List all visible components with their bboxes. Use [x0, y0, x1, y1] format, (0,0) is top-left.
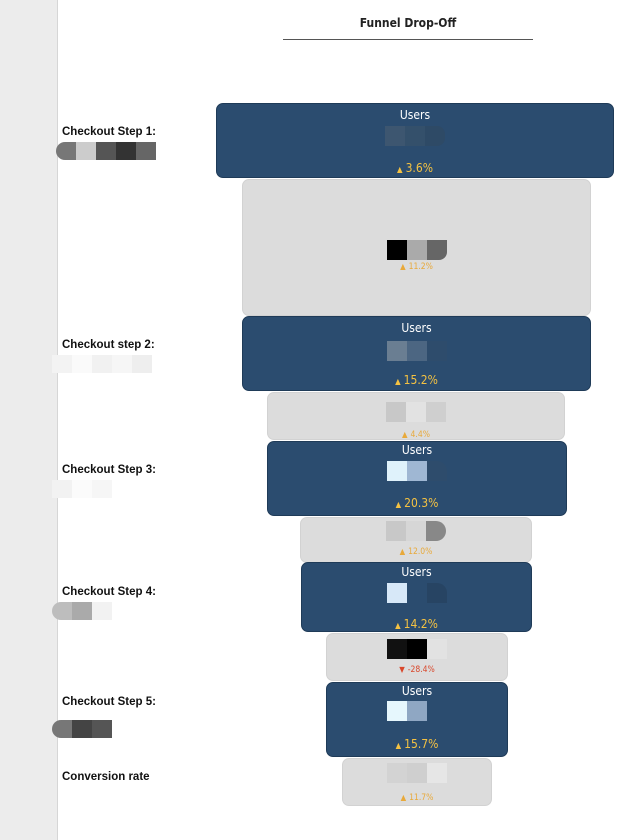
arrow-up-icon: ▲ [402, 430, 408, 439]
step-label-1: Checkout Step 1: [62, 126, 156, 138]
bar-users-redacted [385, 126, 445, 146]
step-3-change: ▲20.3% [395, 496, 439, 510]
arrow-up-icon: ▲ [395, 621, 401, 630]
funnel-dropoff-3: ▲12.0% [300, 517, 532, 563]
step-label-3: Checkout Step 3: [62, 464, 156, 476]
arrow-up-icon: ▲ [395, 741, 402, 750]
arrow-up-icon: ▲ [395, 500, 402, 509]
funnel-dropoff-1: ▲11.2% [242, 179, 591, 316]
step-label-2: Checkout step 2: [62, 339, 155, 351]
arrow-up-icon: ▲ [395, 377, 401, 386]
conversion-change: ▲11.7% [400, 793, 434, 803]
page-title: Funnel Drop-Off [359, 16, 457, 30]
step-3-redacted-value [52, 480, 112, 498]
title-underline [283, 39, 533, 40]
step-5-change: ▲15.7% [395, 737, 439, 751]
bar-title: Users [401, 684, 433, 698]
arrow-down-icon: ▼ [399, 665, 405, 674]
dropoff-users-redacted [387, 639, 447, 659]
arrow-up-icon: ▲ [399, 547, 406, 556]
dropoff-1-change: ▲11.2% [400, 262, 433, 272]
left-rail [0, 0, 58, 840]
dropoff-users-redacted [386, 521, 446, 541]
arrow-up-icon: ▲ [400, 262, 406, 271]
step-label-5: Checkout Step 5: [62, 696, 156, 708]
dropoff-2-change: ▲4.4% [402, 430, 430, 440]
bar-users-redacted [386, 341, 447, 361]
step-4-change: ▲14.2% [395, 617, 438, 631]
bar-users-redacted [387, 461, 447, 481]
step-2-change: ▲15.2% [395, 373, 438, 387]
step-4-redacted-value [52, 602, 112, 620]
funnel-bar-step-5: Users ▲15.7% [326, 682, 508, 757]
funnel-conversion: ▲11.7% [342, 758, 492, 806]
step-2-redacted-value [52, 355, 152, 373]
bar-title: Users [399, 108, 431, 122]
funnel-dropoff-2: ▲4.4% [267, 392, 565, 440]
bar-users-redacted [386, 583, 447, 603]
step-1-change: ▲3.6% [397, 161, 433, 175]
arrow-up-icon: ▲ [397, 165, 403, 174]
funnel-bar-step-1: Users ▲3.6% [216, 103, 614, 178]
dropoff-users-redacted [386, 402, 446, 422]
arrow-up-icon: ▲ [400, 793, 407, 802]
bar-title: Users [401, 443, 433, 457]
funnel-bar-step-2: Users ▲15.2% [242, 316, 591, 391]
funnel-bar-step-4: Users ▲14.2% [301, 562, 532, 632]
dropoff-users-redacted [387, 763, 447, 783]
funnel-bar-step-3: Users ▲20.3% [267, 441, 567, 516]
conversion-rate-label: Conversion rate [62, 771, 150, 783]
dropoff-3-change: ▲12.0% [399, 547, 433, 557]
bar-users-redacted [387, 701, 447, 721]
step-5-redacted-value [52, 720, 112, 738]
dropoff-4-change: ▼-28.4% [399, 665, 435, 675]
bar-title: Users [401, 321, 432, 335]
step-1-redacted-value [56, 142, 156, 160]
step-label-4: Checkout Step 4: [62, 586, 156, 598]
bar-title: Users [401, 565, 432, 579]
funnel-dropoff-4: ▼-28.4% [326, 633, 508, 681]
dropoff-users-redacted [386, 240, 447, 260]
